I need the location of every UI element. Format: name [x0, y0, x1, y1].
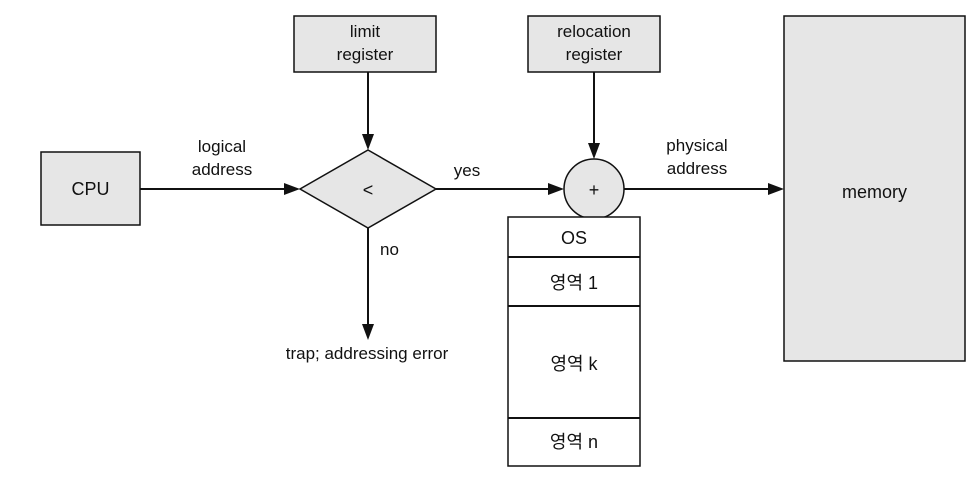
- memory-map: OS 영역 1 영역 k 영역 n: [507, 216, 641, 467]
- relocation-register-label-line1: relocation: [557, 22, 631, 41]
- arrowhead-icon: [362, 324, 374, 340]
- limit-register-box: [293, 15, 437, 73]
- memory-map-os: OS: [561, 228, 587, 248]
- limit-register-label-line1: limit: [350, 22, 380, 41]
- logical-address-label-line1: logical: [198, 137, 246, 156]
- physical-address-label-line1: physical: [666, 136, 727, 155]
- memory-map-region-1: 영역 1: [550, 273, 598, 293]
- no-label: no: [380, 240, 399, 259]
- memory-map-region-n: 영역 n: [550, 432, 598, 452]
- cpu-label: CPU: [71, 179, 109, 199]
- comparator-symbol: <: [363, 180, 374, 200]
- memory-map-region-k: 영역 k: [550, 354, 598, 374]
- arrowhead-icon: [362, 134, 374, 150]
- arrowhead-icon: [588, 143, 600, 159]
- yes-label: yes: [454, 161, 480, 180]
- relocation-register-box: [527, 15, 661, 73]
- limit-register-label-line2: register: [337, 45, 394, 64]
- memory-map-frame: [507, 216, 641, 467]
- memory-label: memory: [842, 182, 907, 202]
- relocation-register-label-line2: register: [566, 45, 623, 64]
- trap-label: trap; addressing error: [286, 344, 449, 363]
- physical-address-label-line2: address: [667, 159, 727, 178]
- arrowhead-icon: [768, 183, 784, 195]
- memory-box: [783, 15, 966, 362]
- arrowhead-icon: [548, 183, 564, 195]
- cpu-box: [40, 151, 141, 226]
- logical-address-label-line2: address: [192, 160, 252, 179]
- adder-symbol: +: [589, 180, 600, 200]
- arrowhead-icon: [284, 183, 300, 195]
